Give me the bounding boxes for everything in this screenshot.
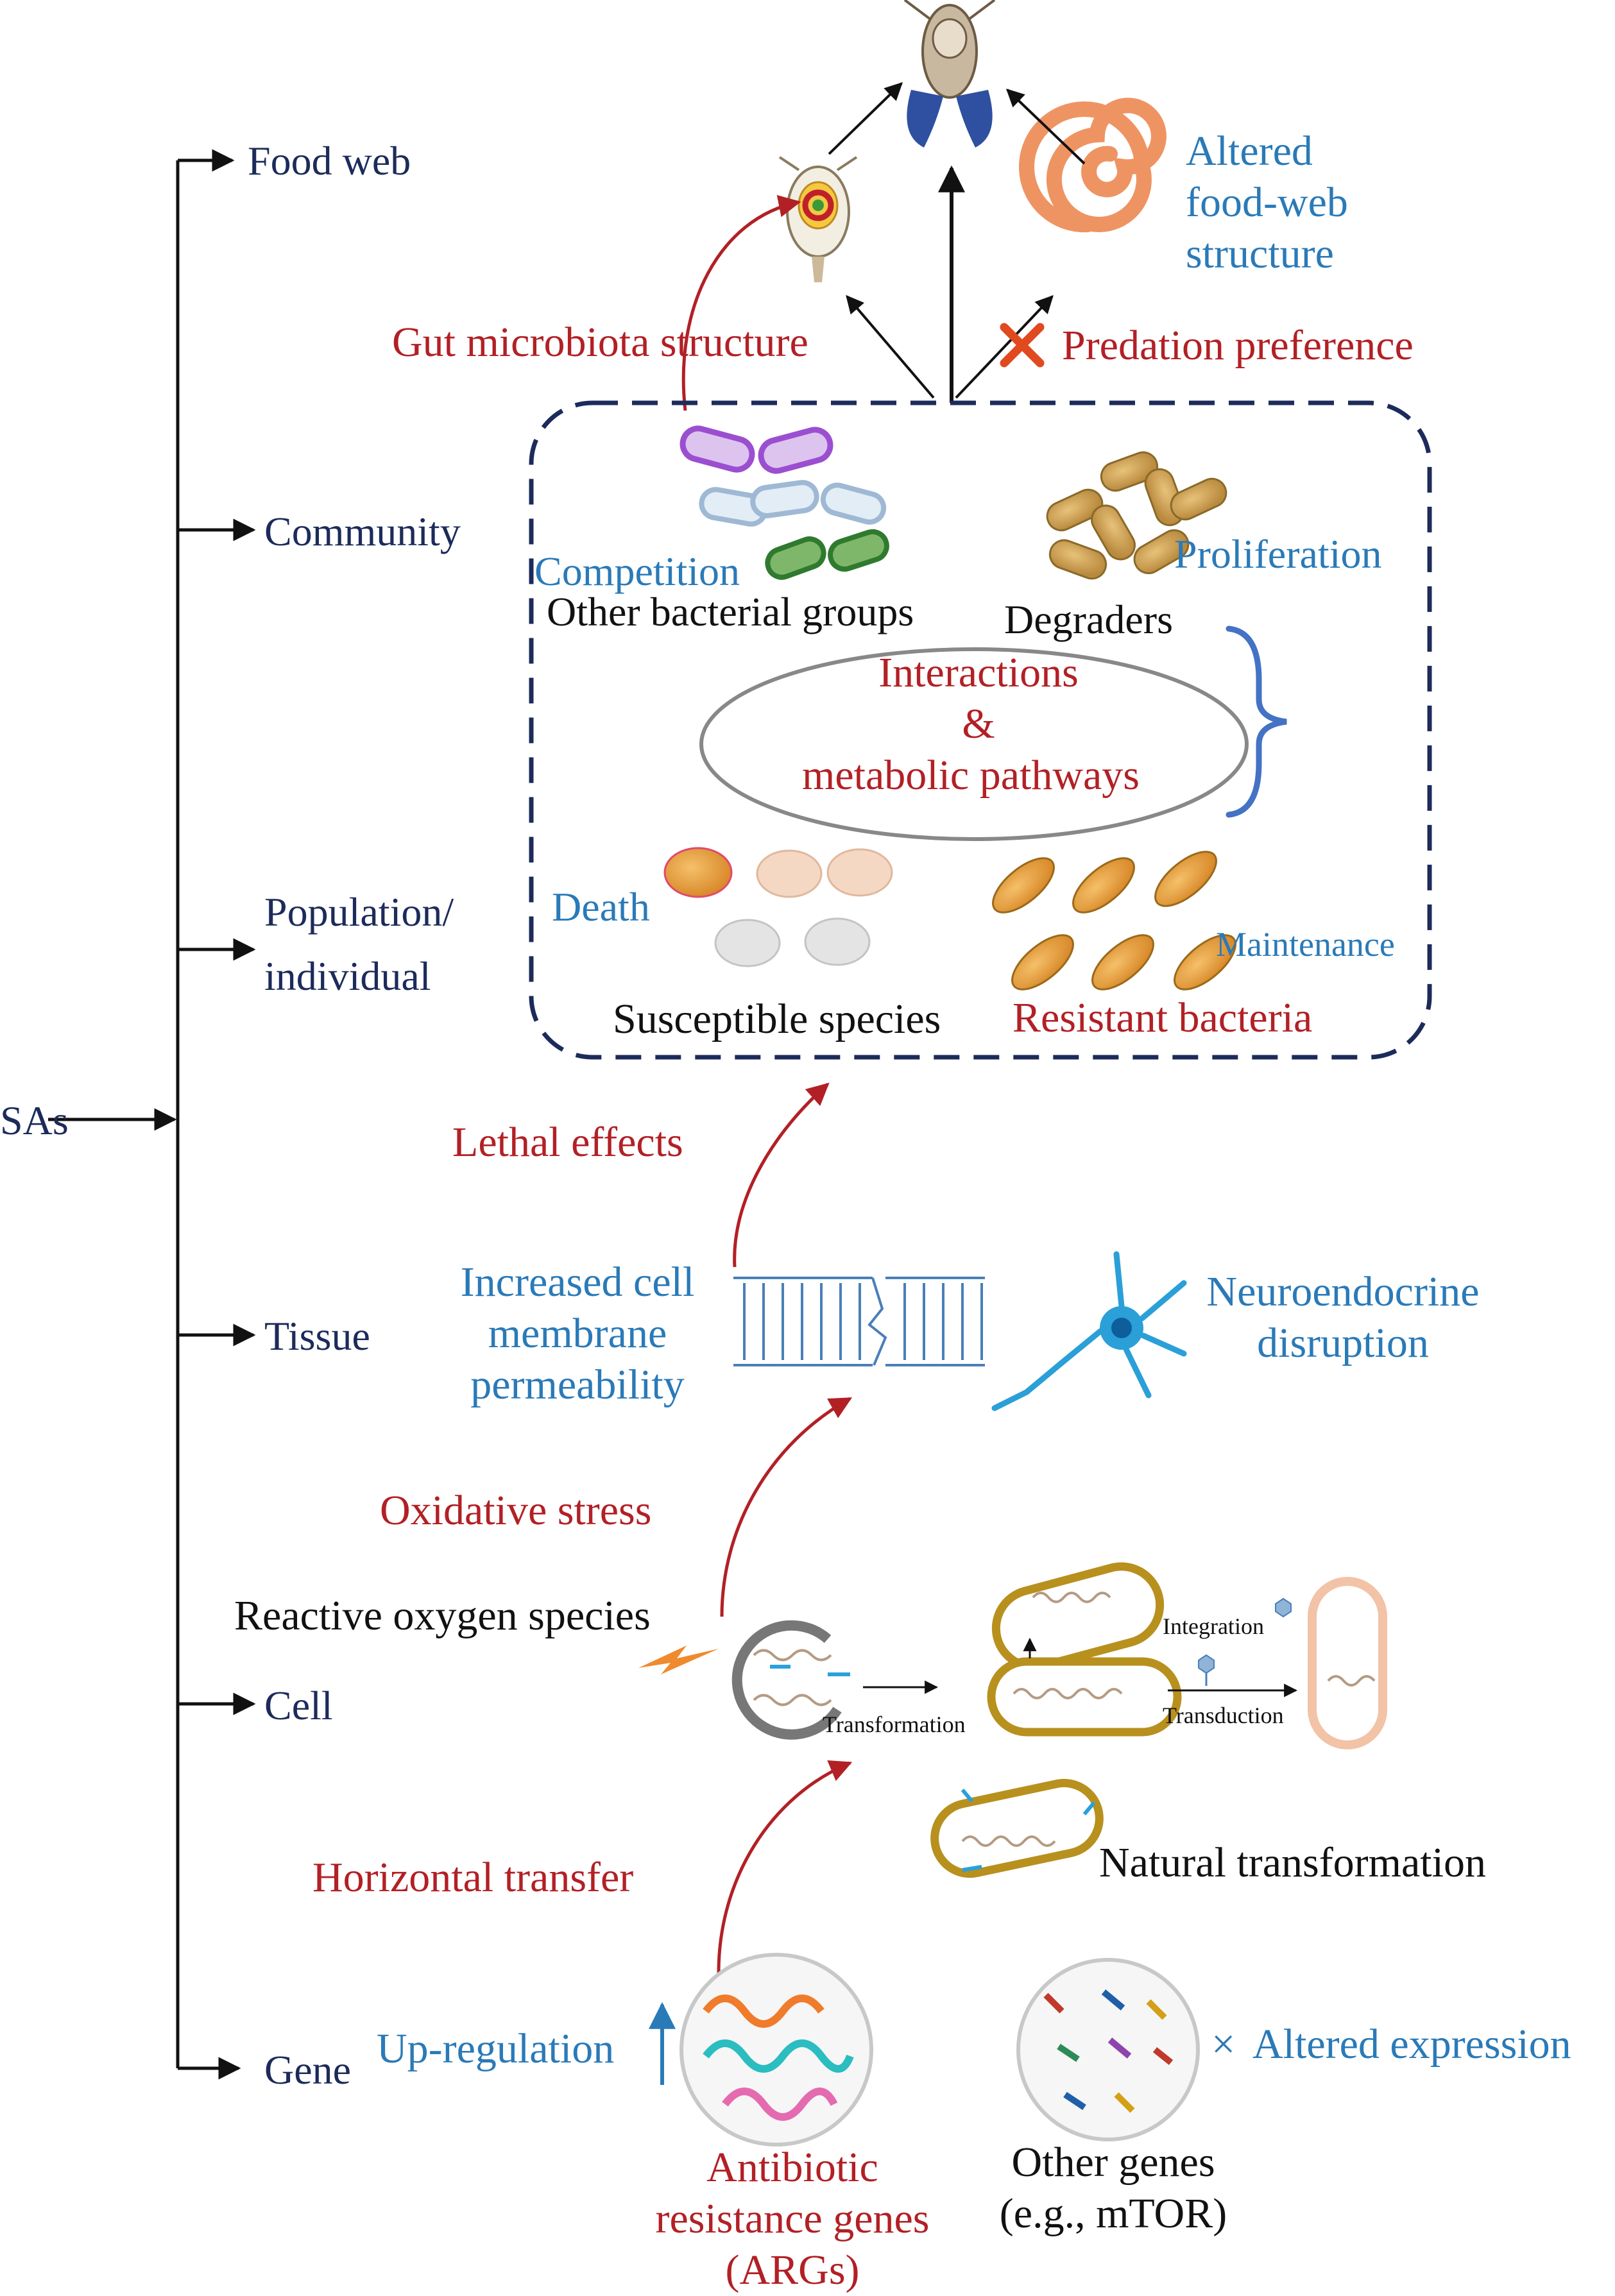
sas-label: SAs xyxy=(0,1098,69,1143)
interactions-line3: metabolic pathways xyxy=(802,752,1140,799)
interactions-line2: & xyxy=(962,701,995,747)
community-dashed-box xyxy=(529,400,1432,1060)
gut-microbiota-label: Gut microbiota structure xyxy=(392,319,808,366)
level-community: Community xyxy=(264,509,461,554)
transformation-label: Transformation xyxy=(823,1712,966,1737)
altered-food-web-line3: structure xyxy=(1186,230,1334,277)
zooplankton-icon xyxy=(778,156,858,282)
interactions-line1: Interactions xyxy=(878,649,1079,696)
ros-lightning-icon xyxy=(638,1645,719,1674)
other-bacterial-groups-label: Other bacterial groups xyxy=(547,589,914,634)
neuroendocrine-line1: Neuroendocrine xyxy=(1206,1268,1479,1315)
level-population-line2: individual xyxy=(264,953,431,999)
args-line2: resistance genes xyxy=(656,2195,930,2242)
altered-food-web-line2: food-web xyxy=(1186,179,1348,226)
oxidative-stress-label: Oxidative stress xyxy=(380,1487,651,1534)
donor-cell-icon xyxy=(731,1620,850,1740)
natural-transformation-label: Natural transformation xyxy=(1099,1839,1486,1886)
horizontal-transfer-label: Horizontal transfer xyxy=(312,1854,633,1901)
args-line1: Antibiotic xyxy=(706,2144,878,2191)
oxidative-stress-arrow xyxy=(720,1397,853,1617)
hierarchy-axis xyxy=(48,149,256,2080)
neuron-icon xyxy=(991,1251,1187,1411)
susceptible-species-label: Susceptible species xyxy=(613,996,941,1042)
level-tissue: Tissue xyxy=(264,1313,370,1359)
predation-preference-label: Predation preference xyxy=(1062,322,1414,369)
other-genes-line2: (e.g., mTOR) xyxy=(1000,2190,1227,2237)
lethal-effects-label: Lethal effects xyxy=(452,1119,683,1166)
natural-transformation-cell-icon xyxy=(930,1778,1104,1878)
permeability-line1: Increased cell xyxy=(461,1259,695,1305)
dying-cells-icon xyxy=(663,847,893,967)
death-label: Death xyxy=(552,884,650,930)
altered-food-web-line1: Altered xyxy=(1186,128,1313,174)
phage-icon xyxy=(1198,1597,1292,1686)
proliferation-label: Proliferation xyxy=(1174,531,1381,577)
permeability-line2: membrane xyxy=(488,1310,667,1357)
cell-membrane-icon xyxy=(733,1277,985,1366)
level-food-web: Food web xyxy=(248,138,411,183)
horizontal-transfer-arrow xyxy=(717,1760,853,1973)
other-genes-line1: Other genes xyxy=(1011,2139,1215,2186)
ros-label: Reactive oxygen species xyxy=(234,1592,651,1639)
recipient-cells-icon xyxy=(987,1562,1182,1737)
permeability-line3: permeability xyxy=(470,1361,685,1408)
degrader-rods-icon xyxy=(1046,451,1227,580)
level-gene: Gene xyxy=(264,2047,351,2093)
resistant-bacteria-label: Resistant bacteria xyxy=(1013,994,1312,1041)
maintenance-label: Maintenance xyxy=(1216,925,1395,964)
competition-label: Competition xyxy=(534,548,740,594)
altered-expression-label: Altered expression xyxy=(1252,2021,1571,2068)
gut-microbiota-arrow xyxy=(681,195,801,411)
other-genes-dna-icon xyxy=(1016,1958,1200,2141)
cross-mark: × xyxy=(1211,2021,1235,2068)
args-dna-icon xyxy=(679,1953,873,2147)
resistant-bacteria-icon xyxy=(992,851,1236,991)
interactions-ellipse xyxy=(699,647,1249,841)
up-regulation-label: Up-regulation xyxy=(377,2025,614,2072)
other-bacteria-icon xyxy=(679,425,889,580)
transduced-cell-icon xyxy=(1308,1577,1387,1749)
degraders-label: Degraders xyxy=(1004,597,1173,642)
blocked-x-icon xyxy=(1000,323,1045,368)
transduction-label: Transduction xyxy=(1163,1703,1284,1728)
lethal-effects-arrow xyxy=(733,1082,830,1268)
level-cell: Cell xyxy=(264,1683,333,1728)
args-line3: (ARGs) xyxy=(726,2247,860,2293)
level-population-line1: Population/ xyxy=(264,889,454,935)
degraders-brace xyxy=(1226,625,1287,818)
predator-crustacean-icon xyxy=(903,0,996,148)
integration-label: Integration xyxy=(1163,1613,1264,1639)
spiral-icon xyxy=(1019,98,1166,233)
food-web-arrows xyxy=(828,82,1086,403)
neuroendocrine-line2: disruption xyxy=(1257,1320,1429,1366)
